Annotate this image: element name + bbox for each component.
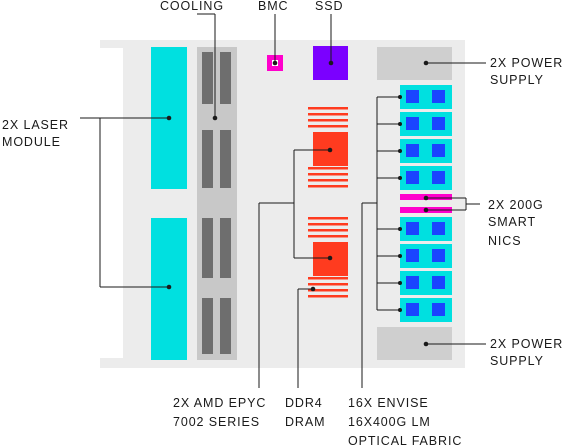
cooling-fin — [202, 298, 213, 354]
envise-chip — [406, 249, 419, 262]
dram-stick — [313, 283, 316, 286]
optical-fabric-cards — [400, 85, 452, 322]
dram-label: DDR4 DRAM — [285, 396, 327, 429]
dram-stick — [308, 173, 311, 176]
cooling-label: COOLING — [160, 0, 224, 13]
dram-stick — [308, 167, 348, 170]
dram-stick — [308, 125, 311, 128]
dram-stick — [308, 119, 311, 122]
dram-stick — [308, 185, 311, 188]
fabric-label: 16X ENVISE 16X400G LM OPTICAL FABRIC — [348, 396, 462, 446]
envise-chip — [432, 144, 445, 157]
dram-stick — [308, 229, 311, 232]
dram-stick — [308, 295, 348, 298]
envise-chip — [432, 222, 445, 235]
leader-lines — [80, 13, 486, 388]
dram-stick — [308, 107, 348, 110]
dram-stick — [308, 235, 311, 238]
fabric-leader-dot — [398, 95, 402, 99]
dram-stick — [308, 119, 348, 122]
envise-chip — [406, 303, 419, 316]
envise-chip — [406, 144, 419, 157]
cooling-fin — [220, 52, 231, 104]
laser-label: 2X LASER MODULE — [2, 118, 73, 149]
dram-stick — [308, 283, 348, 286]
cooling-fins — [202, 52, 231, 354]
envise-chip — [406, 117, 419, 130]
cooling-fin — [202, 218, 213, 278]
fabric-leader-dot — [398, 254, 402, 258]
envise-chip — [432, 90, 445, 103]
envise-chip — [432, 303, 445, 316]
chassis — [100, 40, 465, 368]
fabric-leader-ticks — [377, 95, 402, 312]
dram-stick — [308, 125, 348, 128]
cooling-fin — [220, 218, 231, 278]
power-bottom-label: 2X POWER SUPPLY — [490, 337, 568, 368]
dram-stick — [308, 179, 311, 182]
dram-stick — [308, 173, 348, 176]
envise-chip — [406, 90, 419, 103]
dram-stick — [308, 113, 311, 116]
power-top-label: 2X POWER SUPPLY — [490, 56, 568, 87]
dram-stick — [308, 107, 311, 110]
dram-stick — [308, 217, 311, 220]
cooling-fin — [220, 130, 231, 188]
envise-chip — [406, 276, 419, 289]
envise-chip — [406, 222, 419, 235]
cooling-fin — [202, 130, 213, 188]
envise-chip — [432, 117, 445, 130]
dram-stick — [308, 179, 348, 182]
dram-stick — [308, 277, 348, 280]
dram-stick — [308, 223, 311, 226]
dram-stick — [308, 235, 348, 238]
fabric-leader-dot — [398, 122, 402, 126]
bmc-label: BMC — [258, 0, 288, 13]
cpu-label: 2X AMD EPYC 7002 SERIES — [173, 396, 271, 429]
envise-chip — [432, 276, 445, 289]
cooling-fin — [220, 298, 231, 354]
leader-dots — [166, 60, 429, 347]
fabric-leader-dot — [398, 176, 402, 180]
envise-chip — [432, 249, 445, 262]
dram-stick — [308, 229, 348, 232]
dram-stick — [313, 295, 316, 298]
cooling-fin — [202, 52, 213, 104]
envise-chip — [406, 171, 419, 184]
dram-stick — [308, 167, 311, 170]
dram-stick — [308, 185, 348, 188]
envise-chip — [432, 171, 445, 184]
ssd-label: SSD — [315, 0, 343, 13]
dram-stick — [308, 223, 348, 226]
dram-stick — [308, 217, 348, 220]
fabric-leader-dot — [398, 149, 402, 153]
fabric-leader-dot — [398, 308, 402, 312]
dram-stick — [313, 277, 316, 280]
fabric-leader-dot — [398, 281, 402, 285]
dram-modules — [308, 107, 348, 298]
dram-stick — [308, 113, 348, 116]
nics-label: 2X 200G SMART NICS — [488, 198, 548, 248]
fabric-leader-dot — [398, 227, 402, 231]
dram-stick — [308, 289, 348, 292]
